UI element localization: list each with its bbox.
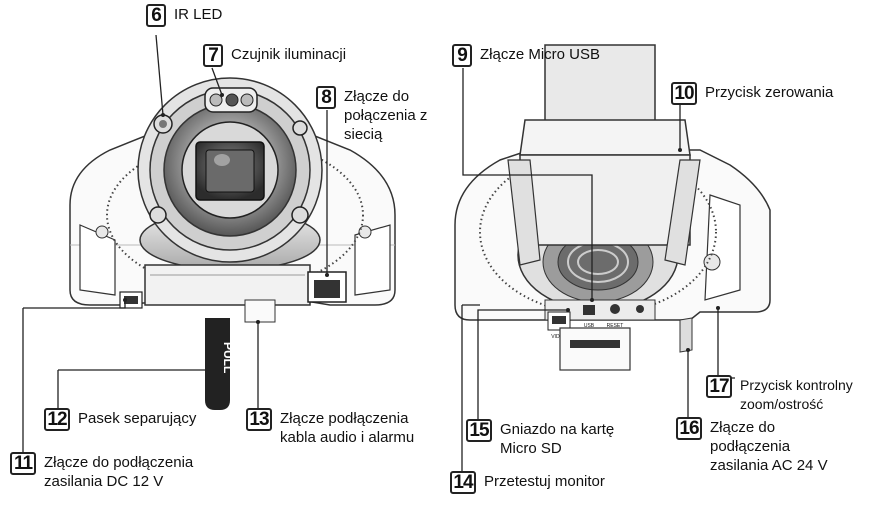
callout-17-zoom-focus-button: 17 Przycisk kontrolny zoom/ostrość (706, 375, 853, 414)
pull-tab-text: PULL (221, 342, 235, 373)
callout-label: Przycisk zerowania (705, 84, 834, 101)
callout-number: 12 (44, 408, 70, 431)
callout-number: 13 (246, 408, 272, 431)
callout-label: Pasek separujący (78, 410, 197, 427)
callout-label: Złącze do połączenia z siecią (344, 88, 428, 143)
callout-15-micro-sd-slot: 15 Gniazdo na kartę Micro SD (466, 419, 614, 458)
callout-8-network-connector: 8 Złącze do połączenia z siecią (316, 86, 427, 144)
leader-endpoints (123, 93, 720, 372)
callout-label: Złącze Micro USB (480, 46, 601, 63)
callout-number: 14 (450, 471, 476, 494)
callout-label: IR LED (174, 6, 223, 23)
reset-marking: RESET (607, 323, 624, 329)
callout-10-reset-button: 10 Przycisk zerowania (671, 82, 833, 105)
callout-number: 11 (10, 452, 36, 475)
callout-11-dc-power-connector: 11 Złącze do podłączenia zasilania DC 12… (10, 452, 193, 491)
callout-label: Czujnik iluminacji (231, 46, 347, 63)
callout-label: Gniazdo na kartę Micro SD (500, 421, 615, 457)
leader-lines (22, 34, 735, 475)
callout-14-test-monitor: 14 Przetestuj monitor (450, 471, 605, 494)
callout-label: Złącze podłączenia kabla audio i alarmu (280, 410, 415, 446)
callout-label: Złącze do podłączenia zasilania DC 12 V (44, 454, 194, 490)
callout-number: 17 (706, 375, 732, 398)
callout-12-separating-strip: 12 Pasek separujący (44, 408, 196, 431)
callout-13-audio-alarm-connector: 13 Złącze podłączenia kabla audio i alar… (246, 408, 414, 447)
callout-16-ac-power-connector: 16 Złącze do podłączenia zasilania AC 24… (676, 417, 828, 475)
callout-label: Przycisk kontrolny zoom/ostrość (740, 377, 853, 412)
callout-label: Złącze do podłączenia zasilania AC 24 V (710, 419, 828, 474)
callout-9-micro-usb: 9 Złącze Micro USB (452, 44, 600, 67)
callout-number: 15 (466, 419, 492, 442)
callout-number: 10 (671, 82, 697, 105)
usb-marking: USB (584, 323, 595, 329)
callout-6-ir-led: 6 IR LED (146, 4, 222, 27)
right-camera-illustration: USB RESET VIDEO (454, 44, 771, 371)
callout-number: 6 (146, 4, 166, 27)
callout-7-illumination-sensor: 7 Czujnik iluminacji (203, 44, 346, 67)
callout-number: 16 (676, 417, 702, 440)
callout-number: 7 (203, 44, 223, 67)
callout-label: Przetestuj monitor (484, 473, 605, 490)
callout-number: 9 (452, 44, 472, 67)
video-marking: VIDEO (551, 334, 567, 340)
callout-number: 8 (316, 86, 336, 109)
left-camera-illustration: PULL (69, 77, 396, 410)
